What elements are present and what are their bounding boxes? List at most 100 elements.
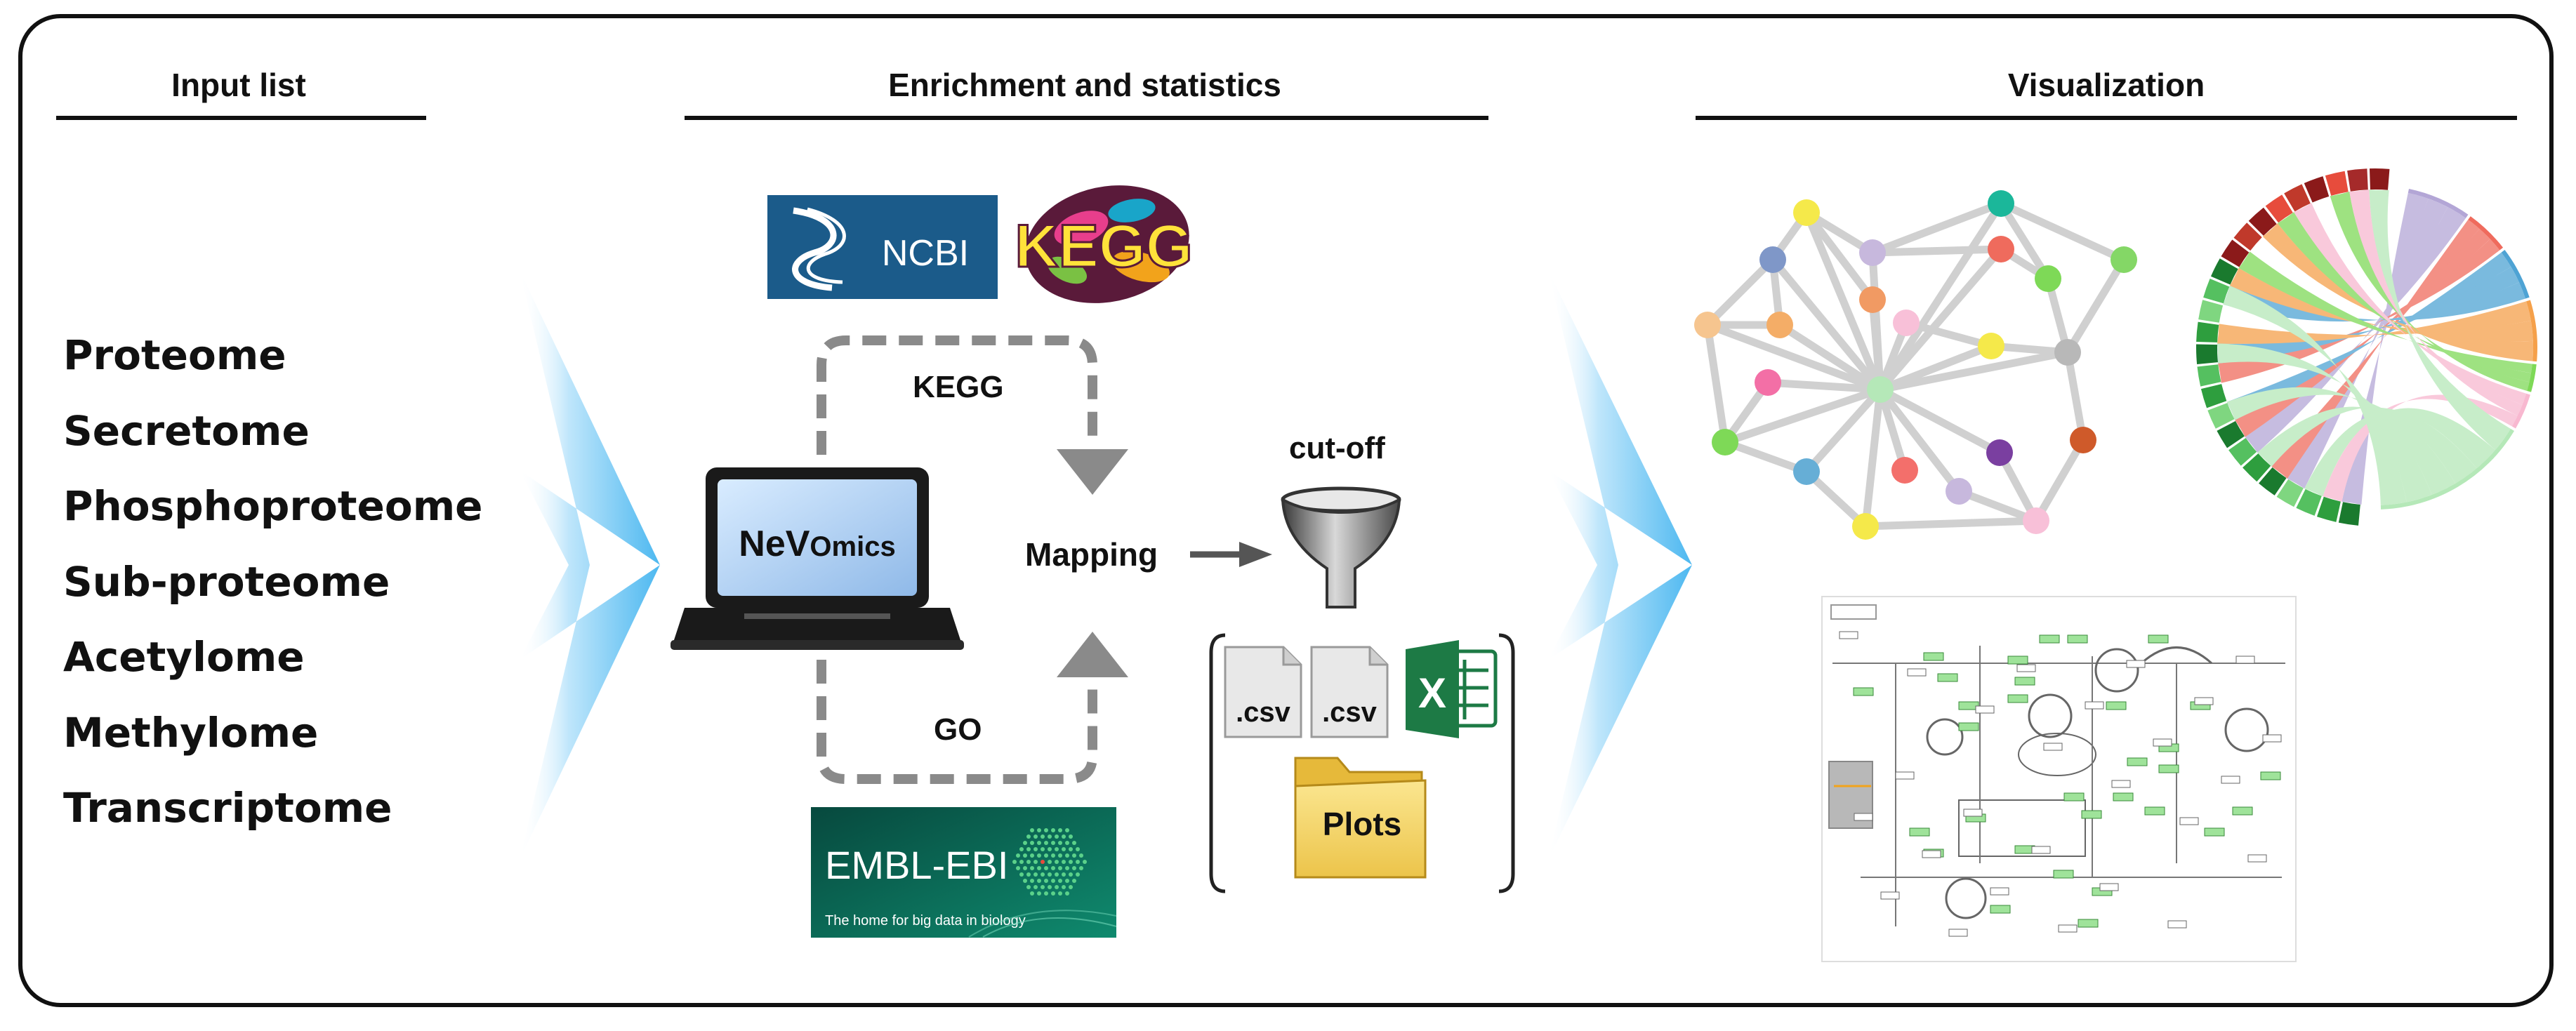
network-node bbox=[1793, 199, 1820, 226]
pathway-node-box bbox=[2111, 780, 2131, 788]
chord-arc-segment bbox=[2338, 502, 2360, 526]
chord-ribbon bbox=[2245, 207, 2466, 453]
embl-dot bbox=[1037, 828, 1041, 832]
pathway-node-box bbox=[1839, 631, 1858, 639]
embl-dot bbox=[1026, 834, 1031, 839]
network-edge bbox=[1802, 208, 1877, 304]
embl-tagline: The home for big data in biology bbox=[825, 913, 1026, 929]
embl-dot bbox=[1062, 834, 1066, 839]
pathway-node-box bbox=[2031, 846, 2051, 854]
embl-dot bbox=[1069, 847, 1073, 851]
embl-dot bbox=[1037, 866, 1041, 870]
embl-dot bbox=[1019, 860, 1024, 864]
chord-arc-segment bbox=[2527, 364, 2537, 392]
embl-dot bbox=[1030, 891, 1034, 896]
embl-dot bbox=[1023, 841, 1027, 845]
network-node bbox=[1712, 429, 1738, 455]
input-item-proteome: Proteome bbox=[63, 331, 286, 379]
embl-dot bbox=[1079, 853, 1083, 858]
embl-dot bbox=[1055, 860, 1059, 864]
network-node bbox=[2070, 427, 2096, 453]
embl-dot bbox=[1076, 872, 1080, 877]
flow-arrow-output bbox=[1548, 270, 1692, 860]
go-label: GO bbox=[934, 712, 982, 747]
chord-arc-segment bbox=[2198, 300, 2224, 323]
embl-dot bbox=[1048, 860, 1052, 864]
chord-ribbon bbox=[2223, 282, 2525, 322]
pathway-node-box bbox=[2099, 883, 2119, 891]
chord-arc-segment bbox=[2265, 194, 2293, 223]
network-edge bbox=[1868, 199, 2005, 257]
embl-dot bbox=[1044, 879, 1048, 883]
pathway-gene-box bbox=[2053, 870, 2074, 879]
output-bracket bbox=[1209, 633, 1515, 893]
chord-ribbon bbox=[2287, 199, 2448, 489]
chord-diagram bbox=[2196, 168, 2538, 526]
pathway-node-box bbox=[1907, 668, 1927, 677]
section-header-visualization: Visualization bbox=[2007, 67, 2205, 103]
chord-arc-segment bbox=[2316, 496, 2341, 522]
chord-ribbon bbox=[2262, 223, 2533, 361]
network-node bbox=[2054, 339, 2081, 366]
csv-label-2: .csv bbox=[1322, 697, 1378, 728]
chord-arc-segment bbox=[2296, 488, 2322, 516]
pathway-gene-box bbox=[2106, 701, 2127, 710]
pathway-map bbox=[1821, 596, 2297, 962]
embl-dot bbox=[1055, 847, 1059, 851]
network-edge bbox=[1997, 199, 2128, 264]
tool-name-suffix: Omics bbox=[810, 531, 895, 562]
folder-icon: Plots bbox=[1294, 757, 1427, 879]
embl-dot bbox=[1069, 860, 1073, 864]
embl-dot bbox=[1062, 860, 1066, 864]
pathway-node-box bbox=[1922, 850, 1941, 858]
network-edge bbox=[1876, 385, 1963, 495]
chord-arc-segment bbox=[2217, 420, 2245, 448]
chord-arc-segment bbox=[2200, 384, 2227, 408]
embl-dot bbox=[1023, 866, 1027, 870]
kegg-path-arrow bbox=[817, 335, 1128, 495]
excel-icon: X bbox=[1406, 640, 1498, 738]
network-edge bbox=[1861, 385, 1884, 531]
network-node bbox=[1859, 239, 1886, 266]
embl-dot bbox=[1076, 860, 1080, 864]
network-node bbox=[1988, 236, 2014, 262]
embl-dot bbox=[1058, 866, 1062, 870]
input-item-sub-proteome: Sub-proteome bbox=[63, 558, 390, 606]
pathway-node-box bbox=[2058, 924, 2078, 933]
embl-dot bbox=[1044, 853, 1048, 858]
pathway-node-box bbox=[2043, 743, 2063, 751]
embl-dot bbox=[1048, 834, 1052, 839]
embl-dot bbox=[1048, 872, 1052, 877]
chord-arc-segment bbox=[2196, 344, 2218, 364]
chord-arc-segment bbox=[2221, 239, 2250, 267]
network-node bbox=[1891, 457, 1918, 484]
embl-dot bbox=[1048, 847, 1052, 851]
embl-dot bbox=[1051, 828, 1055, 832]
pathway-gene-box bbox=[2067, 634, 2088, 644]
network-node bbox=[2111, 246, 2137, 273]
header-rule-input bbox=[56, 116, 426, 120]
csv-label-1: .csv bbox=[1236, 697, 1291, 728]
embl-dot bbox=[1012, 860, 1017, 864]
chord-arc-segment bbox=[2501, 249, 2530, 299]
chord-arc-segment bbox=[2197, 364, 2221, 387]
header-rule-visualization bbox=[1696, 116, 2517, 120]
pathway-node-box bbox=[1948, 929, 1968, 937]
network-edge bbox=[1876, 385, 2004, 457]
pathway-node-box bbox=[2179, 817, 2199, 825]
chord-ribbon bbox=[2294, 203, 2527, 405]
pathway-node-box bbox=[2167, 920, 2187, 929]
chord-ribbon bbox=[2226, 252, 2511, 420]
pathway-node-box bbox=[1975, 705, 1995, 714]
network-edge bbox=[1703, 321, 1729, 446]
embl-ebi-logo: EMBL-EBI The home for big data in biolog… bbox=[811, 807, 1117, 938]
network-node bbox=[1978, 333, 2004, 359]
embl-dot bbox=[1041, 847, 1045, 851]
diagram-frame bbox=[18, 14, 2554, 1007]
chord-arc-segment bbox=[2284, 184, 2311, 212]
embl-dot bbox=[1051, 841, 1055, 845]
embl-dot bbox=[1019, 847, 1024, 851]
network-node bbox=[2023, 507, 2049, 534]
section-header-enrichment: Enrichment and statistics bbox=[888, 67, 1281, 103]
